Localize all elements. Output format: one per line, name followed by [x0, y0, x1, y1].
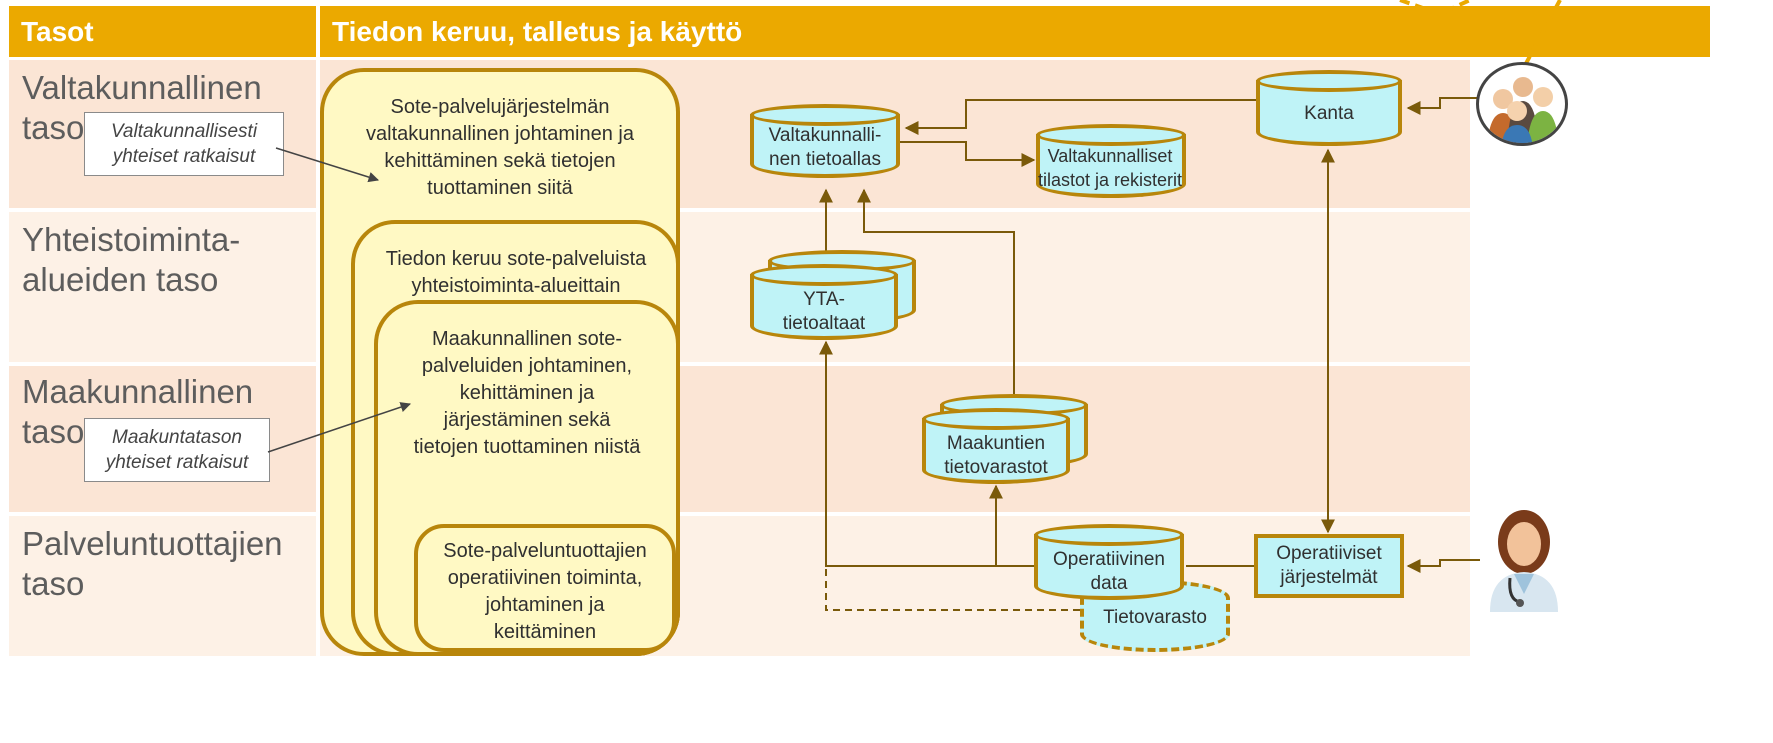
- link-operative-yta: [819, 340, 1034, 567]
- store-kanta: [1256, 70, 1402, 146]
- store-yta: [750, 264, 898, 340]
- user-group-icon: [1476, 62, 1568, 146]
- store-operative-data: [1034, 524, 1184, 600]
- store-yta-label: YTA-tietoaltaat: [782, 289, 866, 334]
- note-national-pointer: [275, 147, 380, 183]
- doctor-icon: [1480, 504, 1568, 612]
- link-users-kanta: [1406, 97, 1480, 115]
- store-tietovarasto-label: Tietovarasto: [1103, 607, 1207, 628]
- store-national-data-lake-label: Valtakunnalli-nen tietoallas: [768, 125, 882, 170]
- link-maakunta-tietoallas: [857, 188, 1015, 394]
- note-regional-pointer: [267, 402, 411, 453]
- store-national-statistics: [1036, 124, 1186, 198]
- dashed-outline-top: [1399, 0, 1471, 17]
- link-doctor-systems: [1406, 559, 1480, 573]
- band-yta: [9, 212, 316, 362]
- link-tietovarasto-yta: [825, 566, 1080, 611]
- header-tasot: Tasot: [9, 6, 316, 57]
- link-kanta-tietoallas: [904, 99, 1256, 135]
- box-provider-operations: [414, 524, 676, 652]
- header-title: Tiedon keruu, talletus ja käyttö: [320, 6, 1710, 57]
- operative-systems: [1254, 534, 1404, 598]
- level-label-yta: Yhteistoiminta-alueiden taso: [22, 221, 241, 298]
- store-national-data-lake: [750, 104, 900, 178]
- store-kanta-label: Kanta: [1304, 103, 1354, 124]
- link-tietoallas-tilastot: [900, 141, 1036, 167]
- store-regional: [922, 408, 1070, 484]
- band-provider: [9, 516, 316, 656]
- box-regional-leadership-text: Maakunnallinen sote-palveluiden johtamin…: [413, 328, 641, 458]
